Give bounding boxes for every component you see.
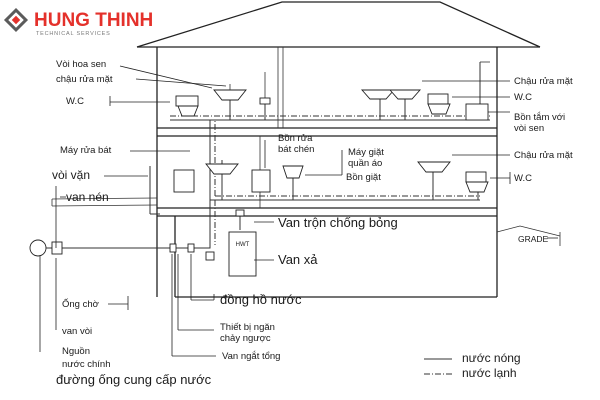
- label-voi-hoa-sen: Vòi hoa sen: [56, 59, 106, 70]
- shower-head-icon: [259, 72, 271, 105]
- label-wc-right-top: W.C: [514, 92, 532, 103]
- laundry-tub-icon: [282, 165, 304, 179]
- label-bon-rua-2: bát chén: [278, 144, 314, 155]
- sink-icon: [213, 84, 247, 101]
- fixtures: HWT: [51, 61, 490, 277]
- toilet-icon: [465, 171, 489, 193]
- label-dong-ho-nuoc: đồng hồ nước: [220, 292, 302, 307]
- toilet-icon: [175, 95, 199, 117]
- label-bon-rua-1: Bồn rửa: [278, 133, 313, 144]
- label-chau-rua-mat-right-top: Chậu rửa mặt: [514, 76, 573, 87]
- label-nguon-1: Nguồn: [62, 346, 90, 357]
- house-structure: [51, 1, 561, 298]
- dishwasher-icon: [173, 169, 195, 193]
- label-van-xa: Van xả: [278, 252, 318, 267]
- labels: Vòi hoa sen chậu rửa mặt W.C Máy rửa bát…: [52, 59, 573, 387]
- label-thiet-bi-1: Thiết bị ngăn: [220, 322, 275, 333]
- legend-hot: nước nóng: [424, 351, 521, 365]
- legend-hot-label: nước nóng: [462, 351, 521, 365]
- logo-mark-icon: [3, 7, 29, 33]
- label-duong-ong: đường ống cung cấp nước: [56, 372, 212, 387]
- label-nguon-2: nước chính: [62, 359, 111, 370]
- label-chau-rua-mat-right-mid: Chậu rửa mặt: [514, 150, 573, 161]
- label-ong-cho: Ống chờ: [62, 298, 99, 310]
- sink-icon: [417, 161, 451, 173]
- legend: nước nóng nước lạnh: [424, 351, 521, 380]
- label-bon-tam-2: vòi sen: [514, 123, 544, 134]
- hung-thinh-logo: HUNG THINH TECHNICAL SERVICES: [3, 7, 153, 37]
- faucet-icon: [51, 241, 63, 255]
- label-chau-rua-mat-left: chậu rửa mặt: [56, 74, 113, 85]
- label-may-giat-2: quần áo: [348, 158, 382, 169]
- bathtub-icon: [465, 61, 490, 121]
- label-thiet-bi-2: chảy ngược: [220, 333, 271, 344]
- label-bon-giat: Bồn giặt: [346, 172, 381, 183]
- toilet-icon: [427, 93, 451, 115]
- washing-machine-icon: [251, 169, 271, 193]
- sink-icon: [205, 163, 239, 175]
- hwt-label: HWT: [236, 242, 250, 248]
- label-van-nen: van nén: [66, 190, 109, 204]
- logo-brand: HUNG THINH: [34, 10, 153, 31]
- label-grade: GRADE: [518, 234, 549, 244]
- legend-cold-label: nước lạnh: [462, 366, 517, 380]
- label-may-giat-1: Máy giặt: [348, 147, 384, 158]
- legend-cold: nước lạnh: [424, 366, 517, 380]
- water-heater-icon: HWT: [228, 231, 257, 277]
- leader-lines: [39, 65, 558, 357]
- valve-icon: [169, 209, 245, 261]
- label-bon-tam-1: Bồn tắm với: [514, 112, 565, 123]
- sink-icon: [360, 89, 422, 100]
- label-may-rua-bat: Máy rửa bát: [60, 145, 112, 156]
- label-wc-right-mid: W.C: [514, 173, 532, 184]
- logo-tagline: TECHNICAL SERVICES: [36, 31, 111, 37]
- label-van-voi: van vòi: [62, 326, 92, 337]
- label-van-ngat-tong: Van ngắt tổng: [222, 351, 280, 362]
- label-wc-left: W.C: [66, 96, 84, 107]
- label-voi-van: vòi vặn: [52, 168, 90, 182]
- label-van-tron: Van trộn chống bỏng: [278, 215, 398, 230]
